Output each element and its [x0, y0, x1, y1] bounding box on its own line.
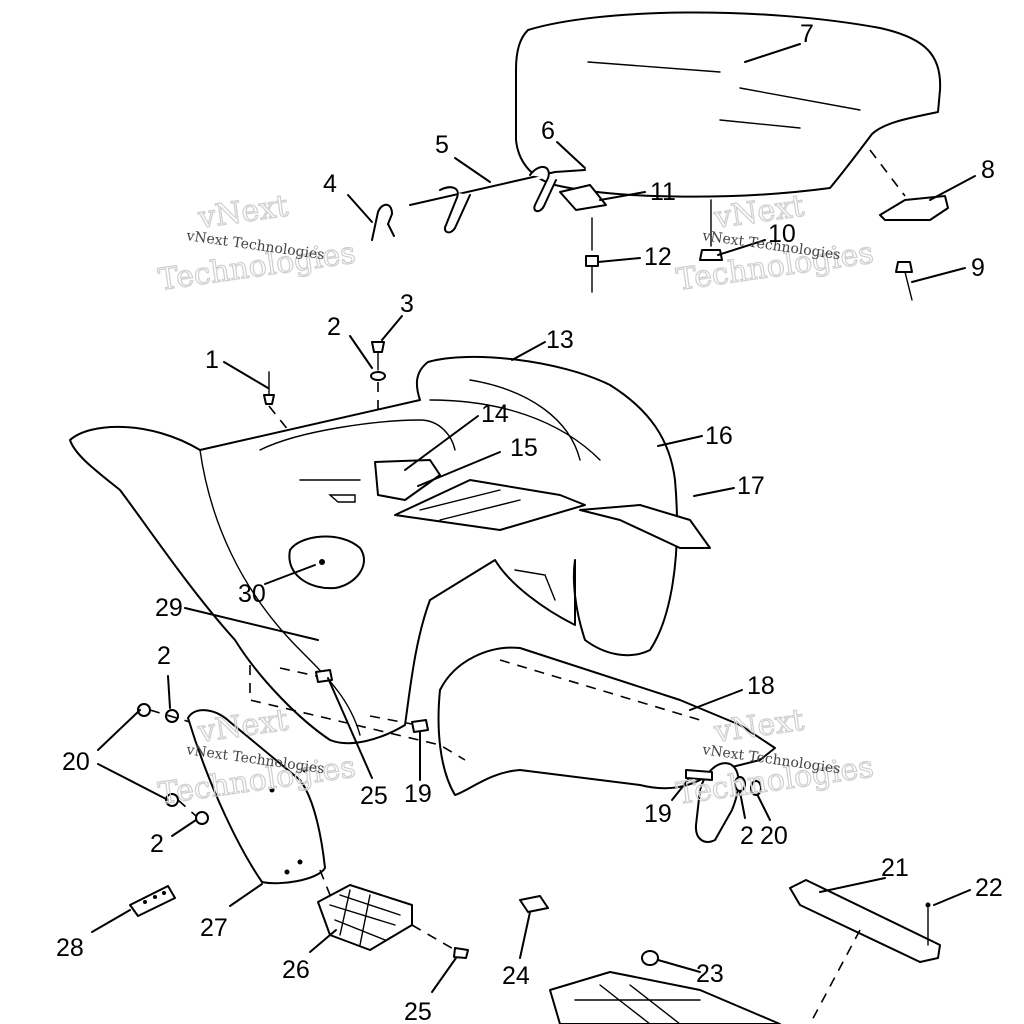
plate-part — [129, 885, 176, 917]
callout-19: 19 — [404, 780, 432, 808]
callout-2: 2 — [740, 822, 754, 850]
latch-spring-part — [371, 203, 395, 241]
watermark-top-left: vNext Technologies vNext Technologies — [156, 188, 359, 298]
callout-18: 18 — [747, 672, 775, 700]
callout-5: 5 — [435, 131, 449, 159]
callout-labels: 1 2 2 2 2 3 4 5 6 7 8 9 10 11 12 13 14 1… — [56, 20, 1003, 1024]
callout-15: 15 — [510, 434, 538, 462]
seat-bracket-part — [869, 149, 949, 221]
callout-2: 2 — [150, 830, 164, 858]
callout-2: 2 — [157, 642, 171, 670]
callout-1: 1 — [205, 346, 219, 374]
leader-lines — [91, 43, 976, 993]
latch-plate-part — [559, 184, 607, 211]
callout-3: 3 — [400, 290, 414, 318]
rear-bracket-part — [789, 879, 941, 1024]
mud-flap-part — [187, 709, 326, 885]
callout-8: 8 — [981, 156, 995, 184]
callout-16: 16 — [705, 422, 733, 450]
callout-26: 26 — [282, 956, 310, 984]
seat-screw-part — [895, 261, 913, 301]
callout-29: 29 — [155, 594, 183, 622]
callout-21: 21 — [881, 854, 909, 882]
callout-4: 4 — [323, 170, 337, 198]
latch-bolt-part — [585, 217, 599, 293]
callout-25: 25 — [360, 782, 388, 810]
side-panel-part — [437, 646, 776, 843]
rack-part — [549, 950, 781, 1024]
latch-rod-part — [409, 166, 586, 234]
callout-7: 7 — [800, 20, 814, 48]
rear-fender-part — [69, 355, 711, 745]
watermark-top-right: vNext Technologies vNext Technologies — [674, 188, 877, 298]
callout-20: 20 — [760, 822, 788, 850]
callout-25: 25 — [404, 998, 432, 1024]
nut-part — [699, 199, 723, 261]
svg-text:vNext: vNext — [711, 703, 806, 750]
callout-28: 28 — [56, 934, 84, 962]
footrest-part — [317, 869, 469, 959]
callout-30: 30 — [238, 580, 266, 608]
svg-text:vNext: vNext — [195, 189, 290, 236]
callout-12: 12 — [644, 243, 672, 271]
callout-17: 17 — [737, 472, 765, 500]
callout-11: 11 — [650, 178, 676, 206]
callout-24: 24 — [502, 962, 530, 990]
callout-6: 6 — [541, 117, 555, 145]
callout-20: 20 — [62, 748, 90, 776]
callout-14: 14 — [481, 400, 509, 428]
callout-2: 2 — [327, 313, 341, 341]
callout-19: 19 — [644, 800, 672, 828]
callout-23: 23 — [696, 960, 724, 988]
callout-27: 27 — [200, 914, 228, 942]
block-part — [519, 895, 549, 913]
callout-13: 13 — [546, 326, 574, 354]
callout-10: 10 — [768, 220, 796, 248]
callout-22: 22 — [975, 874, 1003, 902]
callout-9: 9 — [971, 254, 985, 282]
seat-part — [515, 11, 942, 198]
